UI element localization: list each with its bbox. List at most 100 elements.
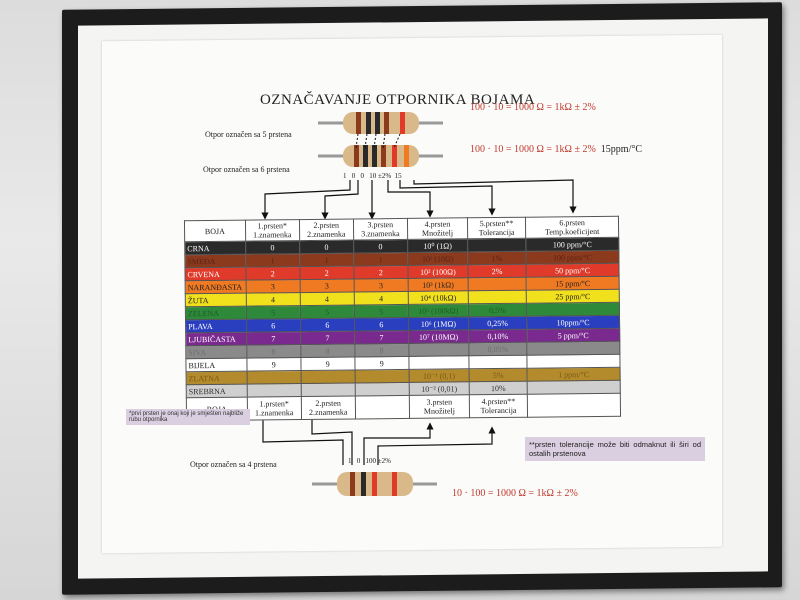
table-header-cell: 6.prsten Temp.koeficijent: [525, 216, 619, 239]
table-cell: 10² (100Ω): [407, 264, 469, 279]
table-cell: [246, 370, 301, 385]
poster-title: OZNAČAVANJE OTPORNIKA BOJAMA: [260, 92, 536, 108]
table-cell: SMEĐA: [184, 254, 246, 268]
table-cell: 25 ppm/°C: [526, 289, 620, 304]
table-cell: 1: [299, 253, 354, 267]
table-cell: 8: [354, 343, 409, 358]
table-cell: ZELENA: [185, 306, 247, 320]
table-cell: 2: [245, 266, 300, 281]
table-cell: 6: [246, 318, 301, 333]
table-cell: SIVA: [185, 345, 247, 359]
table-cell: 9: [246, 357, 301, 372]
table-cell: [467, 238, 526, 252]
table-cell: 1%: [467, 251, 527, 265]
table-cell: 4: [299, 292, 355, 306]
tolerance-band-note: **prsten tolerancije može biti odmaknut …: [525, 437, 705, 461]
table-cell: [468, 290, 527, 304]
table-cell: [526, 302, 620, 317]
table-footer-cell: 3.prsten Množitelj: [409, 394, 470, 419]
table-cell: 0,10%: [468, 329, 527, 343]
table-cell: 10%: [469, 381, 528, 395]
table-footer-cell: 1.prsten* 1.znamenka: [246, 396, 302, 421]
table-cell: 5: [246, 305, 301, 320]
table-cell: LJUBIČASTA: [185, 332, 247, 346]
table-cell: 5 ppm/°C: [526, 328, 620, 343]
table-cell: 10⁰ (1Ω): [407, 238, 468, 253]
table-cell: 7: [354, 330, 409, 345]
table-cell: 1: [353, 252, 408, 267]
table-cell: [354, 369, 409, 384]
table-cell: 10⁶ (1MΩ): [408, 316, 469, 331]
table-cell: BIJELA: [185, 358, 247, 372]
table-cell: 6: [300, 318, 355, 332]
table-header-cell: 4.prsten Množitelj: [407, 217, 468, 240]
table-cell: 9: [300, 357, 355, 371]
five-band-resistor-image: [318, 112, 443, 134]
six-band-label: Otpor označen sa 6 prstena: [203, 165, 290, 174]
table-header-cell: 1.prsten* 1.znamenka: [245, 219, 300, 242]
table-header-cell: 5.prsten** Tolerancija: [467, 217, 526, 239]
table-cell: 2: [353, 265, 408, 280]
table-header-cell: BOJA: [184, 220, 246, 242]
table-cell: 10¹ (10Ω): [407, 251, 468, 266]
four-band-label: Otpor označen sa 4 prstena: [190, 460, 277, 469]
six-band-ppm: 15ppm/°C: [600, 144, 643, 155]
table-cell: [526, 341, 620, 356]
table-cell: [408, 355, 470, 370]
table-cell: 10³ (1kΩ): [407, 277, 469, 292]
table-cell: SREBRNA: [186, 384, 247, 398]
first-band-note: *prvi prsten je onaj koji je smješten na…: [126, 409, 250, 425]
six-band-formula: 100 · 10 = 1000 Ω = 1kΩ ± 2% 15ppm/°C: [470, 144, 642, 155]
table-cell: 3: [245, 279, 300, 294]
table-cell: 10⁻² (0,01): [408, 381, 470, 396]
table-header-cell: 2.prsten 2.znamenka: [299, 219, 354, 241]
table-cell: 1 ppm/°C: [527, 367, 621, 382]
table-cell: 0,05%: [468, 342, 528, 356]
table-cell: NARANĐASTA: [185, 280, 246, 294]
table-cell: [300, 383, 356, 397]
table-cell: [246, 383, 302, 398]
table-cell: 0: [245, 240, 300, 255]
table-cell: 15 ppm/°C: [526, 276, 620, 291]
six-band-digits: 1 0 0 10 ±2% 15: [343, 172, 402, 180]
table-cell: 2%: [467, 264, 527, 278]
table-footer-cell: [527, 393, 621, 418]
table-cell: 10⁻¹ (0,1): [408, 368, 470, 383]
table-cell: ŽUTA: [185, 293, 247, 307]
table-footer-cell: [355, 395, 410, 419]
table-cell: [468, 355, 528, 369]
table-header-cell: 3.prsten 3.znamenka: [353, 218, 408, 241]
table-cell: 0,5%: [468, 303, 527, 317]
table-cell: 5: [354, 304, 409, 319]
table-cell: CRNA: [184, 241, 246, 255]
four-band-digits: 1 0 100 ±2%: [348, 457, 391, 465]
table-cell: 7: [246, 331, 301, 346]
table-cell: 10⁵ (100kΩ): [408, 303, 469, 318]
table-cell: [527, 380, 621, 395]
table-cell: 10ppm/°C: [526, 315, 620, 330]
table-cell: 8: [246, 344, 301, 359]
table-cell: 0,25%: [468, 316, 527, 330]
table-cell: [468, 277, 527, 291]
table-footer-cell: 4.prsten** Tolerancija: [469, 394, 528, 418]
six-band-resistor-image: [318, 145, 443, 167]
table-cell: 6: [354, 317, 409, 332]
table-cell: 4: [353, 291, 409, 306]
table-cell: 3: [353, 278, 409, 293]
table-cell: 9: [354, 356, 409, 371]
table-cell: 7: [300, 331, 355, 345]
table-cell: 0: [299, 240, 354, 254]
table-cell: 10⁴ (10kΩ): [408, 290, 469, 305]
table-cell: [354, 382, 410, 397]
table-cell: PLAVA: [185, 319, 247, 333]
four-band-resistor-image: [312, 472, 437, 496]
five-band-label: Otpor označen sa 5 prstena: [205, 130, 292, 139]
table-cell: 0: [353, 239, 408, 254]
table-cell: 100 ppm/°C: [525, 250, 619, 265]
table-cell: 3: [299, 279, 354, 293]
table-cell: CRVENA: [184, 267, 246, 281]
table-cell: 10⁷ (10MΩ): [408, 329, 469, 344]
